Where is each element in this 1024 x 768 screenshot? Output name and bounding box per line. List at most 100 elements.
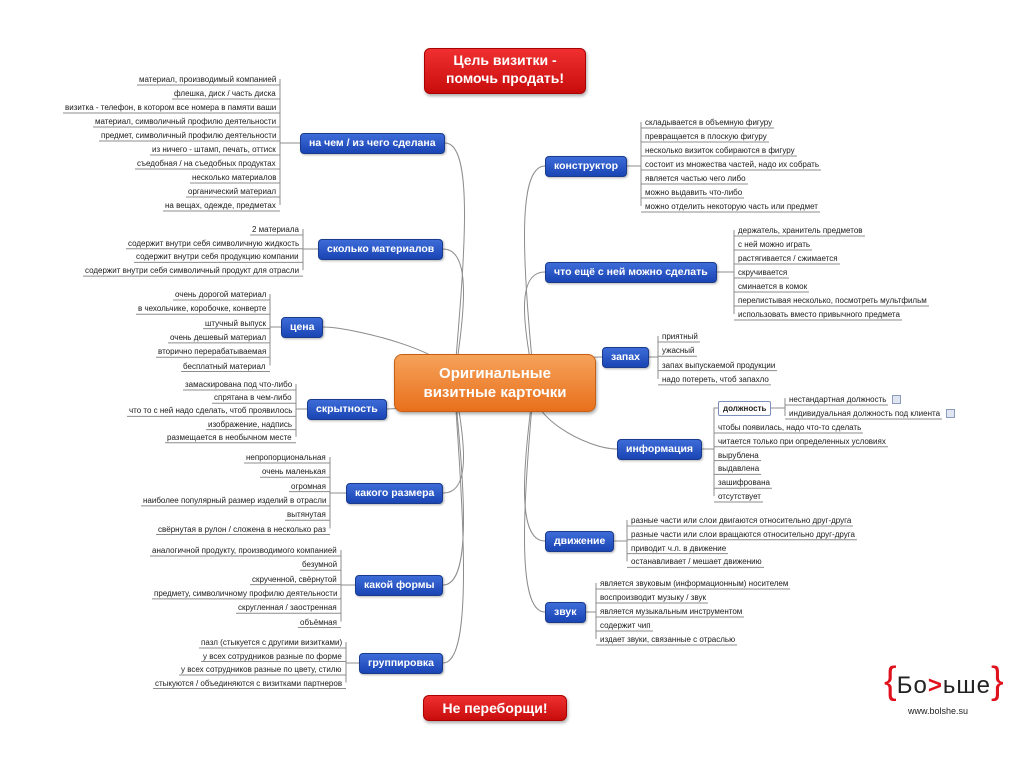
leaf-item: у всех сотрудников разные по форме [203, 651, 342, 661]
leaf-item: визитка - телефон, в котором все номера … [65, 103, 277, 112]
leaf-item: приводит ч.л. в движение [631, 543, 727, 553]
connector [442, 381, 464, 664]
leaf-item: скручивается [738, 268, 788, 277]
note-icon[interactable] [892, 395, 902, 405]
leaf-item: спрятана в чем-либо [214, 393, 292, 403]
topic-left-6[interactable]: группировка [359, 653, 444, 674]
leaf-item: бесплатный материал [183, 361, 266, 371]
topic-left-2[interactable]: цена [281, 317, 324, 338]
leaf-text: индивидуальная должность под клиента [789, 409, 941, 418]
leaf-item: является частью чего либо [645, 174, 746, 183]
topic-right-2[interactable]: запах [602, 347, 649, 368]
note-icon[interactable] [946, 409, 956, 419]
leaf-item: очень дешевый материал [170, 332, 267, 342]
leaf-item: чтобы появилась, надо что-то сделать [718, 423, 862, 432]
leaf-item: несколько материалов [192, 173, 277, 182]
leaf-item: изображение, надпись [208, 419, 293, 429]
leaf-item: предмет, символичный профилю деятельност… [101, 131, 277, 140]
banner-bottom: Не переборщи! [423, 695, 567, 721]
leaf-item: материал, производимый компанией [139, 75, 277, 84]
leaf-item: нестандартная должность [789, 394, 902, 405]
leaf-item: читается только при определенных условия… [718, 436, 886, 446]
topic-right-3[interactable]: информация [617, 439, 703, 460]
connector [524, 381, 546, 613]
leaf-item: аналогичной продукту, производимого комп… [152, 546, 337, 555]
leaf-item: размещается в необычном месте [167, 432, 292, 442]
leaf-item: является звуковым (информационным) носит… [600, 579, 789, 588]
subtopic-dolzhnost[interactable]: должность [718, 401, 772, 416]
leaf-item: скрученной, свёрнутой [252, 574, 337, 584]
leaf-item: разные части или слои двигаются относите… [631, 516, 852, 525]
leaf-item: что то с ней надо сделать, чтоб проявило… [129, 406, 293, 416]
connector [713, 407, 718, 449]
leaf-item: надо потереть, чтоб запахло [662, 374, 769, 384]
bolshe-logo: {Бо>ьше} [884, 660, 1004, 702]
leaf-item: очень маленькая [262, 467, 326, 477]
topic-left-5[interactable]: какой формы [355, 575, 444, 596]
connector [444, 142, 465, 383]
topic-right-0[interactable]: конструктор [545, 156, 628, 177]
leaf-item: штучный выпуск [205, 318, 266, 328]
topic-left-0[interactable]: на чем / из чего сделана [300, 133, 445, 154]
leaf-item: останавливает / мешает движению [631, 557, 762, 567]
leaf-item: очень дорогой материал [175, 290, 267, 299]
topic-left-1[interactable]: сколько материалов [318, 239, 444, 260]
leaf-item: огромная [291, 481, 326, 491]
leaf-item: содержит внутри себя символичный продукт… [85, 266, 300, 276]
leaf-item: запах выпускаемой продукции [662, 360, 776, 370]
leaf-item: предмету, символичному профилю деятельно… [154, 588, 338, 598]
topic-right-1[interactable]: что ещё с ней можно сделать [545, 262, 717, 283]
leaf-item: содержит чип [600, 621, 651, 630]
topic-right-4[interactable]: движение [545, 531, 615, 552]
leaf-item: можно отделить некоторую часть или предм… [645, 202, 818, 211]
leaf-item: пазл (стыкуется с другими визитками) [201, 638, 343, 647]
leaf-item: состоит из множества частей, надо их соб… [645, 160, 819, 169]
leaf-item: является музыкальным инструментом [600, 607, 743, 616]
connector [524, 165, 546, 383]
leaf-item: разные части или слои вращаются относите… [631, 529, 855, 539]
leaf-item: ужасный [662, 346, 695, 356]
leaf-item: индивидуальная должность под клиента [789, 408, 956, 419]
leaf-item: 2 материала [252, 225, 299, 234]
leaf-item: растягивается / сжимается [738, 254, 838, 263]
leaf-item: флешка, диск / часть диска [174, 89, 276, 98]
leaf-item: использовать вместо привычного предмета [738, 310, 900, 319]
leaf-item: несколько визиток собираются в фигуру [645, 146, 795, 155]
leaf-item: в чехольчике, коробочке, конверте [138, 304, 267, 314]
leaf-item: вырублена [718, 450, 759, 460]
central-topic[interactable]: Оригинальные визитные карточки [394, 354, 596, 412]
leaf-item: скругленная / заостренная [238, 603, 337, 613]
leaf-text: нестандартная должность [789, 395, 887, 404]
leaf-item: перелистывая несколько, посмотреть мульт… [738, 296, 927, 305]
leaf-item: сминается в комок [738, 282, 808, 291]
leaf-item: зашифрована [718, 478, 770, 488]
leaf-item: на вещах, одежде, предметах [165, 201, 276, 210]
topic-left-4[interactable]: какого размера [346, 483, 444, 504]
leaf-item: выдавлена [718, 464, 760, 474]
leaf-item: складывается в объемную фигуру [645, 118, 773, 127]
leaf-item: вторично перерабатываемая [158, 347, 267, 357]
leaf-item: держатель, хранитель предметов [738, 226, 863, 235]
leaf-item: вытянутая [287, 510, 326, 520]
leaf-item: воспроизводит музыку / звук [600, 593, 706, 602]
leaf-item: непропорциональная [246, 453, 326, 462]
leaf-item: замаскирована под что-либо [185, 380, 293, 389]
topic-left-3[interactable]: скрытность [307, 399, 387, 420]
leaf-item: объёмная [300, 617, 337, 627]
leaf-item: у всех сотрудников разные по цвету, стил… [181, 665, 342, 674]
site-url: www.bolshe.su [908, 706, 969, 716]
connector [442, 381, 464, 586]
leaf-item: материал, символичный профилю деятельнос… [95, 117, 277, 126]
leaf-item: стыкуются / объединяются с визитками пар… [155, 678, 343, 688]
banner-top: Цель визитки - помочь продать! [424, 48, 586, 94]
leaf-item: приятный [662, 332, 698, 341]
leaf-item: содержит внутри себя продукцию компании [136, 252, 299, 262]
leaf-item: можно выдавить что-либо [645, 188, 743, 197]
leaf-item: из ничего - штамп, печать, оттиск [152, 145, 276, 154]
leaf-item: содержит внутри себя символичную жидкост… [128, 238, 300, 248]
topic-right-5[interactable]: звук [545, 602, 586, 623]
leaf-item: свёрнутая в рулон / сложена в несколько … [158, 524, 326, 534]
leaf-item: наиболее популярный размер изделий в отр… [143, 495, 327, 505]
leaf-item: отсутствует [718, 492, 761, 501]
